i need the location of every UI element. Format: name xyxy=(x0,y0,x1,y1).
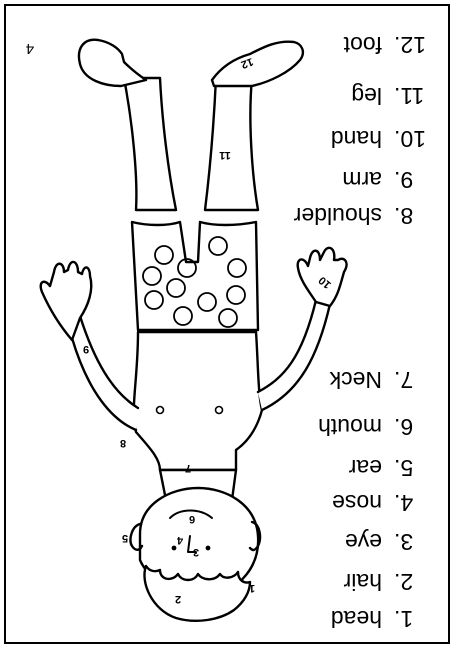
right-arm xyxy=(258,300,330,410)
label-ear: 5 xyxy=(122,532,128,544)
label-hair: 2 xyxy=(175,593,181,605)
label-neck: 7 xyxy=(185,462,191,474)
right-foot xyxy=(212,42,303,86)
left-arm xyxy=(72,316,138,430)
left-foot xyxy=(79,40,146,86)
label-mouth: 6 xyxy=(189,513,195,525)
label-eye: 3 xyxy=(193,546,199,558)
label-head: 1 xyxy=(249,582,255,594)
label-arm: 9 xyxy=(83,343,89,355)
torso xyxy=(134,332,262,470)
corner-number: 4 xyxy=(26,40,34,57)
label-shoulder: 8 xyxy=(120,437,126,449)
label-nose: 4 xyxy=(176,534,183,546)
left-leg xyxy=(124,78,176,210)
eye-left xyxy=(172,546,177,551)
right-leg xyxy=(205,78,258,210)
eye-right xyxy=(206,546,211,551)
label-leg: 11 xyxy=(219,149,231,161)
